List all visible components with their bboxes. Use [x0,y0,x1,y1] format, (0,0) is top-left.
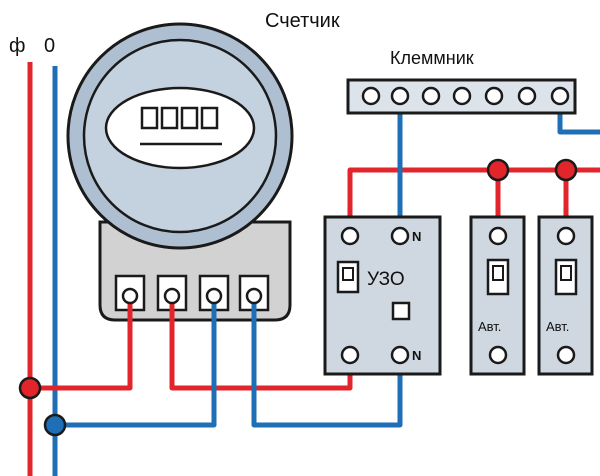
rcd-terminal-bottom-phase [340,345,360,365]
terminal-screw-icon [517,86,537,106]
zero-label: 0 [44,35,55,57]
terminal-block-label: Клеммник [390,48,474,68]
meter-screw-icon [205,287,223,305]
rcd-device: УЗО N N [323,215,442,376]
breaker-toggle-lever [492,265,504,281]
electric-meter [66,22,294,322]
meter-digit-box [140,106,159,130]
meter-digit-box [160,106,179,130]
meter-label: Счетчик [265,10,340,32]
wire-neutral-to-meter [55,296,217,428]
breaker-terminal-top [556,226,576,246]
rcd-terminal-bottom-neutral [390,345,410,365]
terminal-screw-icon [452,86,472,106]
phase-label: ф [9,35,25,57]
bus-junction-dot-2 [554,158,578,182]
rcd-terminal-top-neutral [390,226,410,246]
breaker-toggle-lever [560,265,572,281]
rcd-n-bottom-label: N [412,348,421,363]
meter-terminal-screws [121,287,263,305]
meter-screw-icon [245,287,263,305]
meter-screw-icon [163,287,181,305]
meter-screw-icon [121,287,139,305]
rcd-test-button [391,301,411,321]
terminal-screw-icon [550,86,570,106]
meter-digit-box [200,106,219,130]
rcd-label: УЗО [367,269,405,290]
rcd-toggle-lever [342,267,354,281]
terminal-screw-icon [390,86,410,106]
breaker-terminal-bottom [488,345,508,365]
meter-display-window [104,86,256,170]
breaker-terminal-top [488,226,508,246]
terminal-screw-icon [361,86,381,106]
rcd-terminal-top-phase [340,226,360,246]
terminal-block [346,78,577,115]
phase-junction-dot [18,376,42,400]
breaker-2-label: Авт. [546,319,569,334]
wire-rcd-to-breakers [347,167,600,236]
wire-phase-to-meter [30,296,133,391]
rcd-n-top-label: N [412,229,421,244]
breaker-1-label: Авт. [478,319,501,334]
breaker-terminal-bottom [556,345,576,365]
wire-meter-to-rcd-neutral [251,296,403,428]
meter-digit-counter [140,106,219,130]
circuit-breaker-2: Авт. [537,215,594,376]
neutral-junction-dot [43,413,67,437]
meter-digit-box [180,106,199,130]
circuit-breaker-1: Авт. [469,215,526,376]
bus-junction-dot-1 [486,158,510,182]
terminal-screw-icon [421,86,441,106]
terminal-screw-icon [484,86,504,106]
